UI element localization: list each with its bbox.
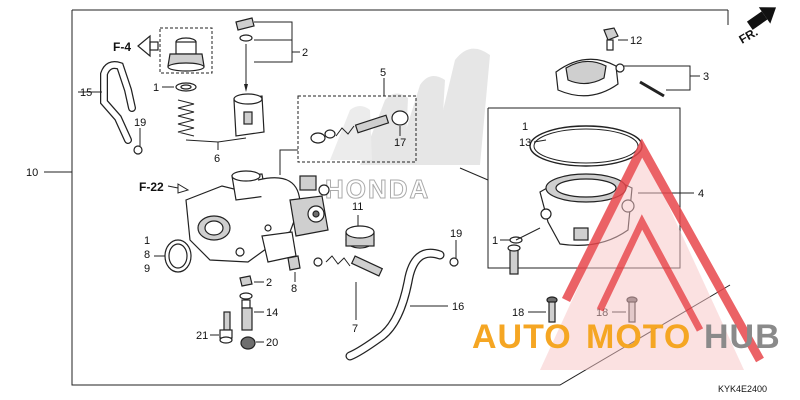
lead-13	[533, 139, 547, 143]
callout-6: 6	[214, 153, 220, 165]
callout-9-seal: 9	[144, 263, 150, 275]
drain-screw-bowl	[507, 244, 521, 275]
callout-7: 7	[352, 323, 358, 335]
cap-11	[345, 225, 375, 249]
callout-2-lower: 2	[266, 277, 272, 289]
front-direction-arrow	[746, 7, 777, 30]
pilot-screw-set	[310, 110, 409, 144]
callout-12: 12	[630, 35, 642, 47]
callout-5: 5	[380, 67, 386, 79]
vent-tube-15	[100, 61, 136, 144]
jet-group-box	[297, 95, 417, 163]
lead-bowl-body	[459, 167, 489, 181]
callout-2-top: 2	[302, 47, 308, 59]
needle-jet-21	[219, 311, 233, 344]
washer-1-top-hole	[180, 84, 192, 90]
washer-8-lower	[287, 255, 301, 271]
o-ring-8-inner	[168, 243, 188, 269]
jet-needle-clip	[235, 17, 255, 92]
jet-14	[239, 292, 253, 331]
callout-21: 21	[196, 330, 208, 342]
float-bowl-gasket	[529, 125, 643, 167]
plug-20	[240, 336, 256, 350]
callout-15: 15	[80, 87, 92, 99]
drain-tube-16	[345, 248, 445, 361]
f4-arrow-icon	[137, 34, 159, 58]
callout-3: 3	[703, 71, 709, 83]
bolt-12	[603, 27, 619, 51]
callout-19-right: 19	[450, 228, 462, 240]
throttle-spring	[177, 99, 195, 137]
clip-19-left	[133, 145, 143, 155]
callout-19-left: 19	[134, 117, 146, 129]
lead-f22	[167, 185, 179, 189]
lead-6	[185, 137, 247, 143]
honda-wing-watermark	[330, 48, 490, 165]
bolt-18-left	[546, 296, 558, 323]
callout-1-top: 1	[153, 82, 159, 94]
lead-jet-body	[279, 149, 298, 175]
throttle-slide	[233, 93, 265, 137]
logo-text-moto: MOTO	[586, 318, 691, 356]
honda-watermark-text: HONDA	[325, 174, 430, 204]
logo-text-hub: HUB	[704, 318, 781, 356]
automotohub-triangle-logo	[540, 138, 764, 370]
callout-8-lower: 8	[291, 283, 297, 295]
callout-4: 4	[698, 188, 704, 200]
front-direction-label: FR.	[737, 25, 761, 47]
callout-11: 11	[352, 201, 363, 213]
carburetor-top-cap	[167, 37, 205, 72]
screw-7	[313, 255, 384, 277]
float-bowl-4	[539, 173, 635, 246]
callout-1-seal: 1	[144, 235, 150, 247]
callout-17: 17	[394, 137, 406, 149]
ref-f4: F-4	[113, 40, 131, 54]
lead-bowl-screw	[515, 227, 541, 241]
callout-1-bowl: 1	[492, 235, 498, 247]
carburetor-body	[185, 170, 330, 263]
callout-14: 14	[266, 307, 278, 319]
lead-3	[624, 65, 691, 91]
callout-20: 20	[266, 337, 278, 349]
ref-f22: F-22	[139, 180, 164, 194]
callout-8-seal: 8	[144, 249, 150, 261]
f22-arrow-icon	[177, 183, 190, 194]
clip-19-right	[449, 257, 459, 267]
lead-2-top	[254, 21, 293, 63]
pin-3	[639, 80, 665, 98]
callout-1-gasket: 1	[522, 121, 528, 133]
diagram-code: KYK4E2400	[718, 384, 767, 394]
callout-18-left: 18	[512, 307, 524, 319]
top-cover-3	[555, 58, 625, 97]
callout-16: 16	[452, 301, 464, 313]
automotohub-logo-text: AUTO MOTO HUB	[472, 318, 781, 356]
drain-screw-2	[239, 275, 253, 287]
cap-group-box	[159, 27, 213, 74]
logo-text-auto: AUTO	[472, 318, 572, 356]
callout-13: 13	[519, 137, 531, 149]
callout-10: 10	[26, 167, 38, 179]
